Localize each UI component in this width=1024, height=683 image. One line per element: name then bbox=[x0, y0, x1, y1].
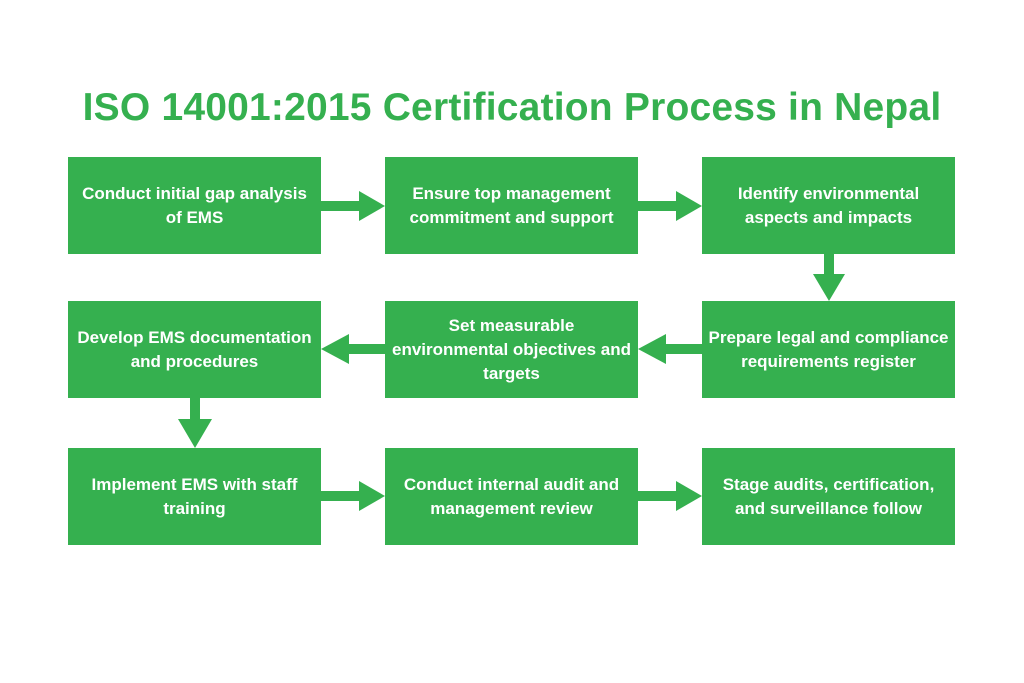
step-label-4: Prepare legal and compliance requirement… bbox=[708, 327, 949, 371]
step-label-3: Identify environmental aspects and impac… bbox=[737, 183, 920, 227]
step-label-8: Conduct internal audit and management re… bbox=[403, 474, 620, 518]
arrow-right-icon bbox=[638, 191, 702, 221]
step-label-6: Develop EMS documentation and procedures bbox=[77, 327, 312, 371]
step-label-9: Stage audits, certification, and surveil… bbox=[722, 474, 935, 518]
page-title: ISO 14001:2015 Certification Process in … bbox=[82, 86, 942, 129]
step-box-2: Ensure top management commitment and sup… bbox=[385, 157, 638, 254]
arrow-right-icon bbox=[638, 481, 702, 511]
arrow-left-icon bbox=[638, 334, 702, 364]
arrow-down-icon bbox=[813, 254, 845, 301]
step-box-8: Conduct internal audit and management re… bbox=[385, 448, 638, 545]
arrow-right-icon bbox=[321, 191, 385, 221]
step-box-4: Prepare legal and compliance requirement… bbox=[702, 301, 955, 398]
step-label-1: Conduct initial gap analysis of EMS bbox=[82, 183, 307, 227]
step-box-6: Develop EMS documentation and procedures bbox=[68, 301, 321, 398]
step-box-9: Stage audits, certification, and surveil… bbox=[702, 448, 955, 545]
step-label-5: Set measurable environmental objectives … bbox=[391, 315, 631, 383]
arrow-down-icon bbox=[178, 398, 212, 448]
step-label-7: Implement EMS with staff training bbox=[91, 474, 298, 518]
step-box-3: Identify environmental aspects and impac… bbox=[702, 157, 955, 254]
arrow-left-icon bbox=[321, 334, 385, 364]
step-box-1: Conduct initial gap analysis of EMS bbox=[68, 157, 321, 254]
arrow-right-icon bbox=[321, 481, 385, 511]
step-box-5: Set measurable environmental objectives … bbox=[385, 301, 638, 398]
step-label-2: Ensure top management commitment and sup… bbox=[409, 183, 614, 227]
step-box-7: Implement EMS with staff training bbox=[68, 448, 321, 545]
